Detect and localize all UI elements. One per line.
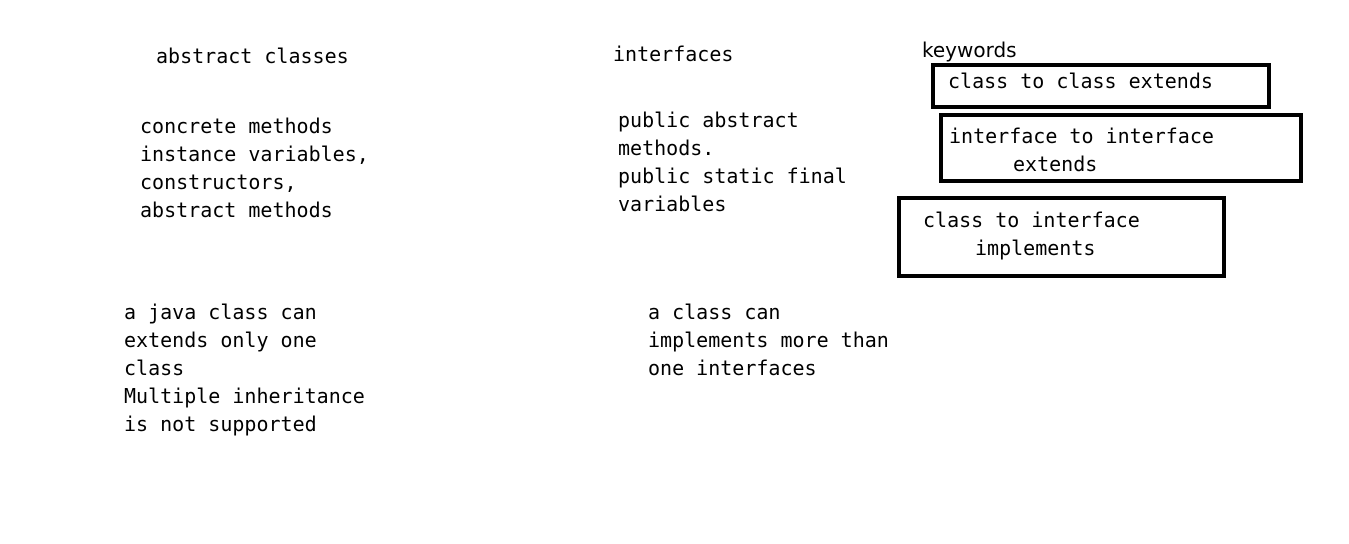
- keyword-box-line: interface to interface: [949, 124, 1214, 148]
- abstract-note-line: is not supported: [124, 412, 317, 436]
- interface-note-line: a class can: [648, 300, 781, 324]
- abstract-classes-heading: abstract classes: [156, 44, 349, 68]
- abstract-note-line: a java class can: [124, 300, 317, 324]
- interface-member-line: public abstract: [618, 108, 799, 132]
- interface-note-line: implements more than: [648, 328, 889, 352]
- interface-note-line: one interfaces: [648, 356, 817, 380]
- abstract-note-line: extends only one: [124, 328, 317, 352]
- interfaces-heading: interfaces: [613, 42, 734, 66]
- keywords-heading: keywords: [922, 38, 1017, 62]
- abstract-member-line: concrete methods: [140, 114, 333, 138]
- keyword-box-class-to-interface: class to interface implements: [897, 196, 1226, 278]
- abstract-note-line: Multiple inheritance: [124, 384, 365, 408]
- keyword-box-line: extends: [1013, 152, 1098, 176]
- keyword-box-interface-to-interface: interface to interface extends: [939, 113, 1303, 183]
- interface-member-line: variables: [618, 192, 727, 216]
- abstract-member-line: abstract methods: [140, 198, 333, 222]
- keyword-box-line: class to class extends: [948, 69, 1213, 93]
- keyword-box-line: class to interface: [923, 208, 1140, 232]
- keyword-box-class-to-class: class to class extends: [931, 63, 1271, 109]
- interface-member-line: methods.: [618, 136, 715, 160]
- abstract-note-line: class: [124, 356, 185, 380]
- abstract-member-line: constructors,: [140, 170, 297, 194]
- abstract-member-line: instance variables,: [140, 142, 369, 166]
- interface-member-line: public static final: [618, 164, 847, 188]
- keyword-box-line: implements: [975, 236, 1096, 260]
